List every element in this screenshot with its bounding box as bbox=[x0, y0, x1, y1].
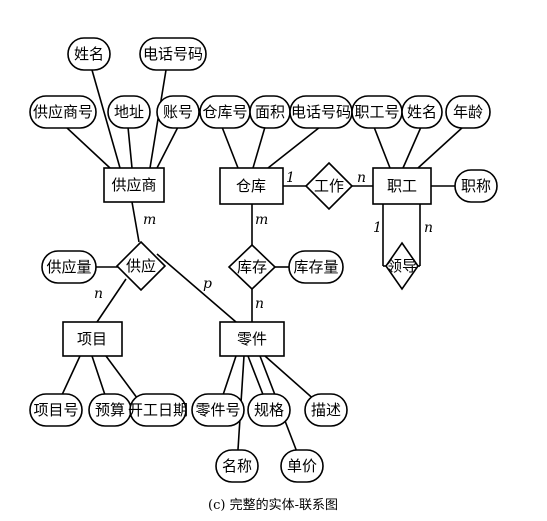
attribute-part-spec: 规格 bbox=[247, 393, 291, 427]
attribute-warehouse-phone: 电话号码 bbox=[289, 95, 353, 129]
relationship-lead: 领导 bbox=[385, 241, 419, 291]
cardinality-work-employee: n bbox=[357, 170, 366, 186]
attribute-employee-name-label: 姓名 bbox=[407, 103, 437, 121]
attribute-part-price: 单价 bbox=[280, 449, 324, 483]
attribute-employee-title: 职称 bbox=[454, 169, 498, 203]
figure-caption: (c) 完整的实体-联系图 bbox=[208, 497, 338, 513]
attribute-employee-age: 年龄 bbox=[445, 95, 491, 129]
relationship-lead-label: 领导 bbox=[387, 257, 417, 275]
attribute-supplier-account-label: 账号 bbox=[163, 103, 193, 121]
relationship-supply-label: 供应 bbox=[126, 257, 156, 275]
attribute-part-price-label: 单价 bbox=[287, 457, 317, 475]
entity-warehouse: 仓库 bbox=[219, 167, 284, 205]
entity-project: 项目 bbox=[62, 321, 123, 357]
attribute-supplier-phone: 电话号码 bbox=[139, 37, 207, 71]
attribute-warehouse-area: 面积 bbox=[249, 95, 291, 129]
attribute-part-spec-label: 规格 bbox=[254, 401, 284, 419]
entity-supplier: 供应商 bbox=[103, 167, 165, 203]
attribute-warehouse-phone-label: 电话号码 bbox=[291, 103, 351, 121]
relationship-stock-label: 库存 bbox=[237, 258, 267, 276]
attribute-supplier-name-label: 姓名 bbox=[74, 45, 104, 63]
entity-supplier-label: 供应商 bbox=[111, 176, 156, 194]
cardinality-warehouse-work: 1 bbox=[286, 170, 295, 186]
cardinality-stock-part: n bbox=[255, 296, 264, 312]
attribute-project-budget: 预算 bbox=[88, 393, 132, 427]
cardinality-supply-project: n bbox=[94, 286, 103, 302]
attribute-supplier-account: 账号 bbox=[156, 95, 200, 129]
attribute-supplier-phone-label: 电话号码 bbox=[143, 45, 203, 63]
attribute-employee-title-label: 职称 bbox=[461, 177, 491, 195]
entity-part-label: 零件 bbox=[237, 330, 267, 348]
relationship-work-label: 工作 bbox=[314, 177, 344, 195]
attribute-part-no-label: 零件号 bbox=[195, 401, 240, 419]
cardinality-warehouse-stock: m bbox=[255, 212, 268, 228]
attribute-part-no: 零件号 bbox=[191, 393, 245, 427]
attribute-supply-quantity: 供应量 bbox=[41, 250, 97, 284]
attribute-project-no-label: 项目号 bbox=[33, 401, 78, 419]
cardinality-supplier-supply: m bbox=[143, 212, 156, 228]
attribute-employee-no-label: 职工号 bbox=[354, 103, 399, 121]
attribute-part-desc-label: 描述 bbox=[311, 401, 341, 419]
attribute-stock-quantity: 库存量 bbox=[288, 250, 344, 284]
attribute-employee-age-label: 年龄 bbox=[453, 103, 483, 121]
cardinality-employee-lead-one: 1 bbox=[373, 220, 382, 236]
attribute-warehouse-no-label: 仓库号 bbox=[202, 103, 247, 121]
entity-employee: 职工 bbox=[372, 167, 432, 205]
entity-employee-label: 职工 bbox=[387, 177, 417, 195]
relationship-stock: 库存 bbox=[227, 243, 277, 291]
relationship-work: 工作 bbox=[304, 161, 354, 211]
relationship-supply: 供应 bbox=[115, 240, 167, 292]
cardinality-labels: m n p 1 n m n 1 n bbox=[94, 170, 433, 312]
attribute-project-start-date: 开工日期 bbox=[128, 393, 188, 427]
attribute-stock-quantity-label: 库存量 bbox=[293, 258, 338, 276]
cardinality-employee-lead-many: n bbox=[424, 220, 433, 236]
attribute-supply-quantity-label: 供应量 bbox=[46, 258, 91, 276]
attribute-supplier-address: 地址 bbox=[107, 95, 151, 129]
cardinality-supply-part: p bbox=[203, 276, 212, 292]
entity-part: 零件 bbox=[219, 321, 285, 357]
attribute-supplier-address-label: 地址 bbox=[114, 103, 144, 121]
attribute-project-budget-label: 预算 bbox=[95, 401, 125, 419]
attribute-supplier-name: 姓名 bbox=[67, 37, 111, 71]
attribute-supplier-no-label: 供应商号 bbox=[33, 103, 93, 121]
attribute-part-name: 名称 bbox=[215, 449, 259, 483]
entity-warehouse-label: 仓库 bbox=[236, 177, 266, 195]
attribute-project-start-date-label: 开工日期 bbox=[128, 401, 188, 419]
attribute-part-name-label: 名称 bbox=[222, 457, 252, 475]
attribute-employee-name: 姓名 bbox=[401, 95, 443, 129]
attribute-supplier-no: 供应商号 bbox=[29, 95, 97, 129]
attribute-warehouse-area-label: 面积 bbox=[255, 103, 285, 121]
attribute-project-no: 项目号 bbox=[29, 393, 83, 427]
attribute-warehouse-no: 仓库号 bbox=[199, 95, 251, 129]
attribute-employee-no: 职工号 bbox=[351, 95, 403, 129]
attribute-part-desc: 描述 bbox=[304, 393, 348, 427]
entity-project-label: 项目 bbox=[77, 330, 107, 348]
